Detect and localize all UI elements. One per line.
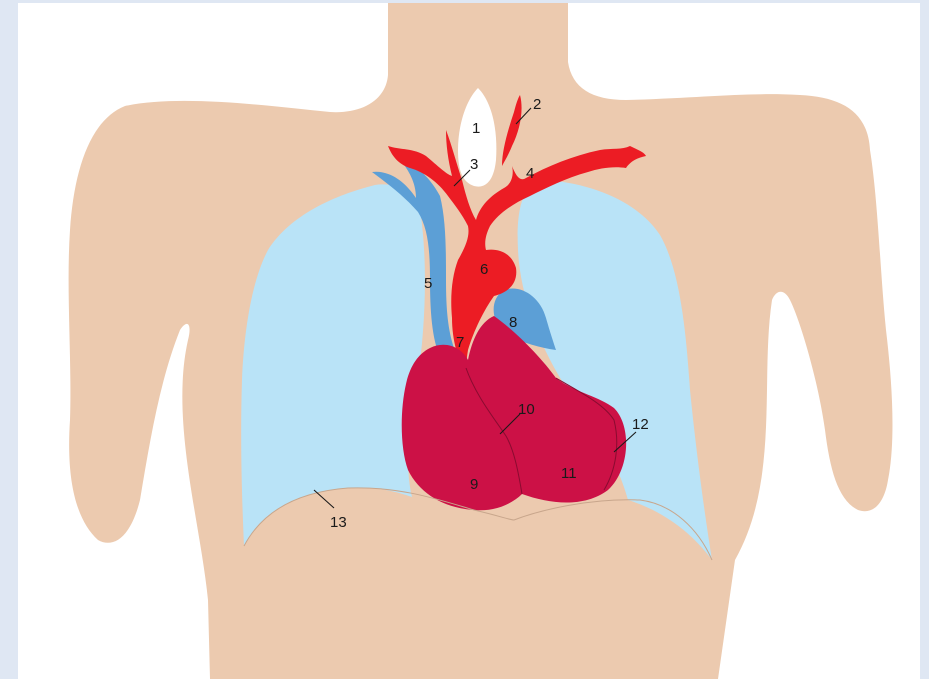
label-6: 6 bbox=[480, 261, 488, 278]
label-10: 10 bbox=[518, 401, 535, 418]
label-5: 5 bbox=[424, 275, 432, 292]
label-9: 9 bbox=[470, 476, 478, 493]
label-7: 7 bbox=[456, 334, 464, 351]
label-13: 13 bbox=[330, 514, 347, 531]
label-2: 2 bbox=[533, 96, 541, 113]
label-11: 11 bbox=[561, 465, 577, 482]
label-1: 1 bbox=[472, 120, 480, 137]
label-3: 3 bbox=[470, 156, 478, 173]
label-8: 8 bbox=[509, 314, 517, 331]
label-12: 12 bbox=[632, 416, 649, 433]
label-4: 4 bbox=[526, 165, 534, 182]
